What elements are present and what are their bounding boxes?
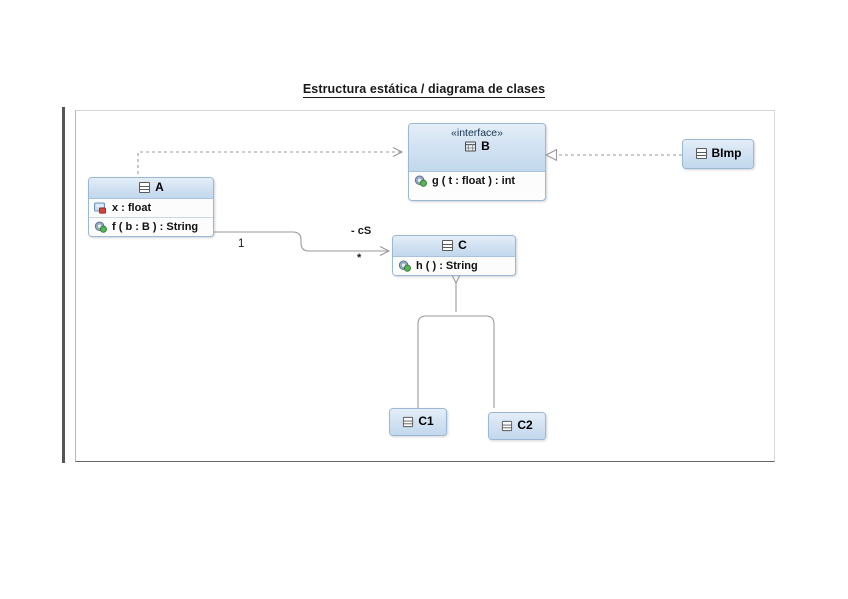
class-c-name: C	[458, 238, 467, 252]
class-b-name: B	[481, 139, 490, 153]
class-c-header: C	[393, 236, 515, 257]
page-margin-bar	[62, 107, 65, 463]
class-bimp-header: BImp	[683, 140, 753, 168]
class-a-attribute-row: x : float	[89, 199, 213, 218]
page-title-text: Estructura estática / diagrama de clases	[302, 82, 546, 98]
class-bimp-name: BImp	[711, 146, 742, 160]
class-a-name: A	[155, 180, 164, 194]
class-b-stereotype: «interface»	[451, 127, 503, 139]
class-icon	[441, 239, 454, 252]
class-b-method-text: g ( t : float ) : int	[432, 175, 516, 187]
class-icon	[695, 147, 708, 160]
interface-icon	[464, 140, 477, 153]
method-icon	[398, 260, 412, 272]
class-c-method-text: h ( ) : String	[416, 260, 478, 272]
class-icon	[402, 416, 414, 428]
class-box-bimp[interactable]: BImp	[682, 139, 754, 169]
class-a-method-text: f ( b : B ) : String	[112, 221, 199, 233]
assoc-source-multiplicity-label: 1	[238, 238, 245, 250]
page-title: Estructura estática / diagrama de clases	[0, 82, 848, 98]
method-icon	[414, 175, 428, 187]
class-icon	[501, 420, 513, 432]
class-icon	[138, 181, 151, 194]
assoc-target-multiplicity-label: *	[357, 252, 362, 264]
class-box-b[interactable]: «interface» B g ( t : float ) : int	[408, 123, 546, 201]
class-c2-name: C2	[517, 418, 533, 432]
class-box-c2[interactable]: C2	[488, 412, 546, 440]
private-field-icon	[94, 202, 108, 214]
class-box-c[interactable]: C h ( ) : String	[392, 235, 516, 276]
class-a-header: A	[89, 178, 213, 199]
assoc-target-role-label: - cS	[351, 225, 372, 237]
class-a-method-row: f ( b : B ) : String	[89, 218, 213, 236]
class-box-a[interactable]: A x : float f ( b : B ) : String	[88, 177, 214, 237]
class-b-method-row: g ( t : float ) : int	[409, 172, 545, 190]
method-icon	[94, 221, 108, 233]
class-c-method-row: h ( ) : String	[393, 257, 515, 275]
class-a-attribute-text: x : float	[112, 202, 152, 214]
class-b-header: «interface» B	[409, 124, 545, 172]
class-c2-header: C2	[489, 413, 545, 439]
class-c1-header: C1	[390, 409, 446, 435]
class-box-c1[interactable]: C1	[389, 408, 447, 436]
class-c1-name: C1	[418, 414, 434, 428]
